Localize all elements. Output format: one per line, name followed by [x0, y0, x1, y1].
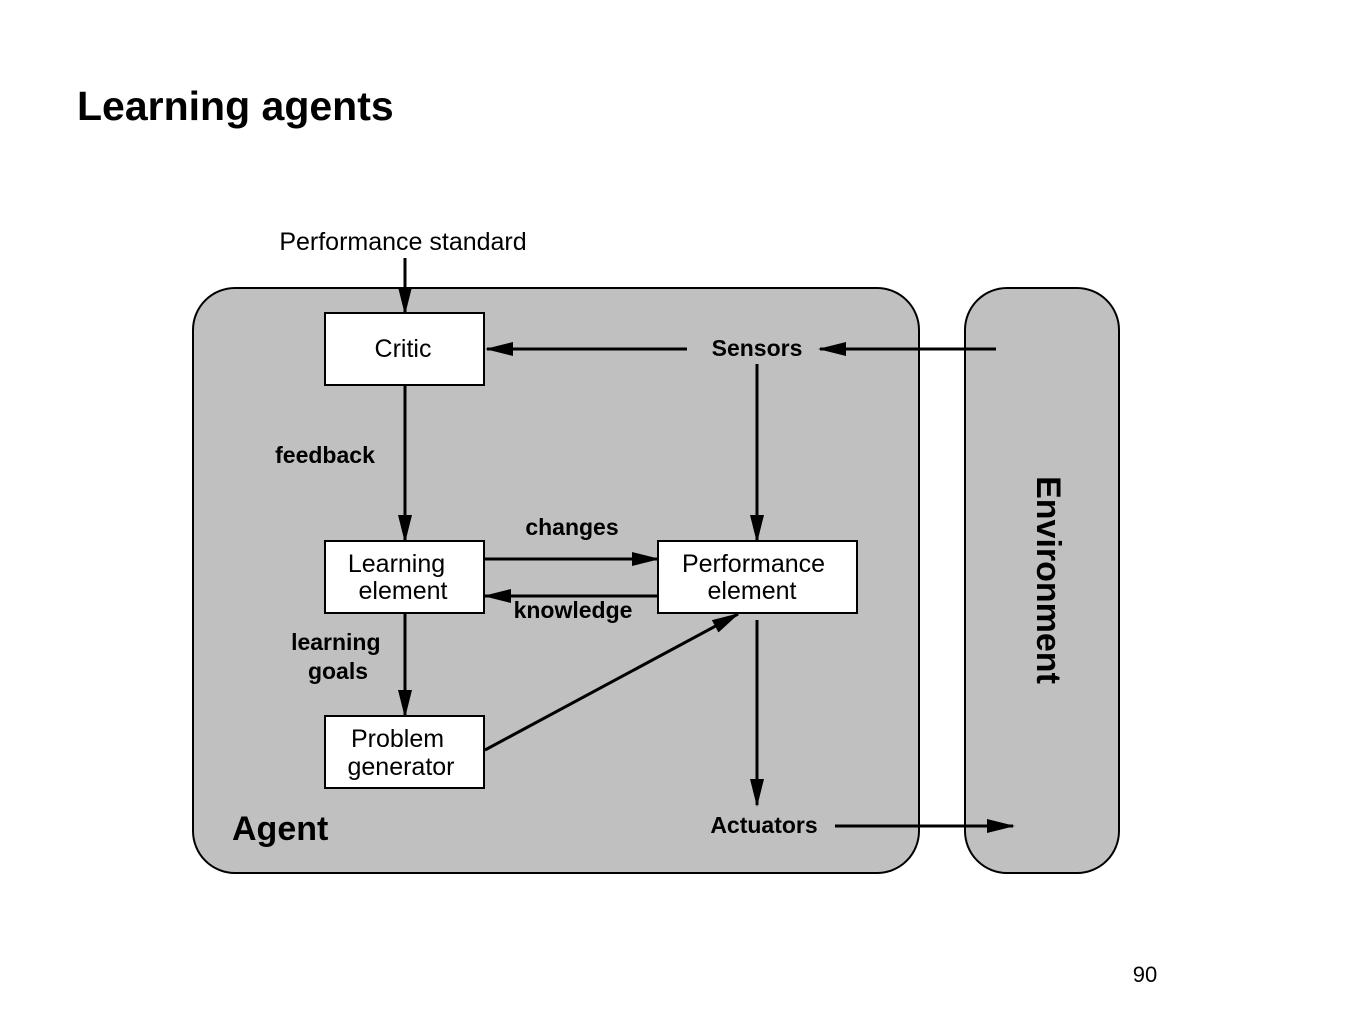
problem-generator-label: Problem generator [347, 725, 454, 781]
sensors-label: Sensors [712, 335, 803, 361]
learning-element-box [324, 540, 485, 614]
environment-panel [964, 287, 1120, 874]
performance-element-label: Performance element [682, 550, 832, 605]
learning-element-label: Learning element [348, 550, 452, 605]
diagram-arrows [398, 258, 1015, 833]
slide-title: Learning agents [77, 83, 394, 129]
changes-label: changes [525, 514, 618, 540]
critic-box [324, 312, 485, 386]
critic-label: Critic [375, 335, 432, 363]
problem-generator-to-performance-arrow [484, 612, 740, 752]
performance-element-box [657, 540, 858, 614]
problem-generator-box [324, 715, 485, 789]
environment-label: Environment [1029, 476, 1067, 684]
agent-label: Agent [232, 810, 328, 848]
performance-standard-label: Performance standard [279, 228, 526, 256]
actuators-label: Actuators [710, 812, 817, 838]
learning-goals-label: learning goals [291, 629, 387, 684]
feedback-label: feedback [275, 442, 375, 468]
page-number: 90 [1132, 962, 1158, 987]
knowledge-label: knowledge [514, 597, 633, 623]
